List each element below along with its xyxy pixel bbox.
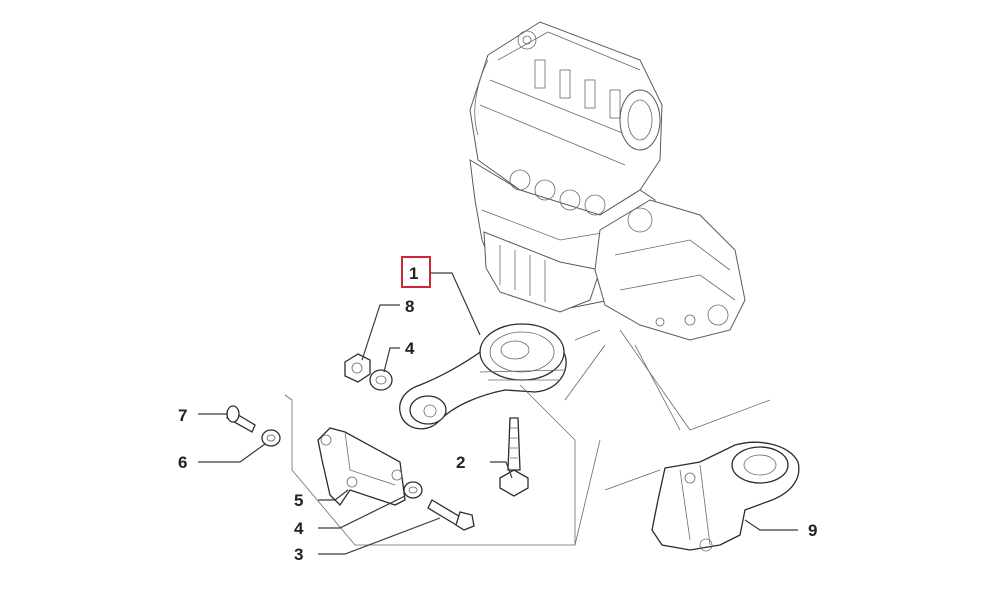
callout-2[interactable]: 2 — [456, 453, 465, 472]
part-4-washer-lower[interactable] — [403, 481, 423, 499]
part-3-bolt[interactable] — [427, 499, 475, 531]
part-9-mount[interactable] — [651, 441, 800, 552]
callout-7[interactable]: 7 — [178, 406, 187, 425]
part-5-bracket[interactable] — [317, 427, 406, 507]
callout-6[interactable]: 6 — [178, 453, 187, 472]
leader-lines — [198, 272, 798, 555]
part-7-bolt[interactable] — [226, 405, 256, 433]
guide-lines — [284, 329, 771, 546]
callout-9[interactable]: 9 — [808, 521, 817, 540]
engine-block — [469, 21, 746, 341]
callout-4-upper[interactable]: 4 — [405, 339, 415, 358]
callout-8[interactable]: 8 — [405, 297, 414, 316]
callout-4-lower[interactable]: 4 — [294, 519, 304, 538]
part-2-bolt[interactable] — [499, 417, 529, 497]
callout-5[interactable]: 5 — [294, 491, 303, 510]
part-4-washer-upper[interactable] — [369, 369, 393, 391]
part-1-torque-rod[interactable] — [399, 323, 567, 430]
callout-labels: 1 8 4 7 6 2 5 4 3 9 — [178, 264, 817, 564]
callout-1[interactable]: 1 — [409, 264, 418, 283]
part-6-washer[interactable] — [261, 429, 281, 447]
callout-3[interactable]: 3 — [294, 545, 303, 564]
part-8-nut[interactable] — [344, 353, 371, 383]
callout-1-highlight-box — [401, 256, 431, 288]
